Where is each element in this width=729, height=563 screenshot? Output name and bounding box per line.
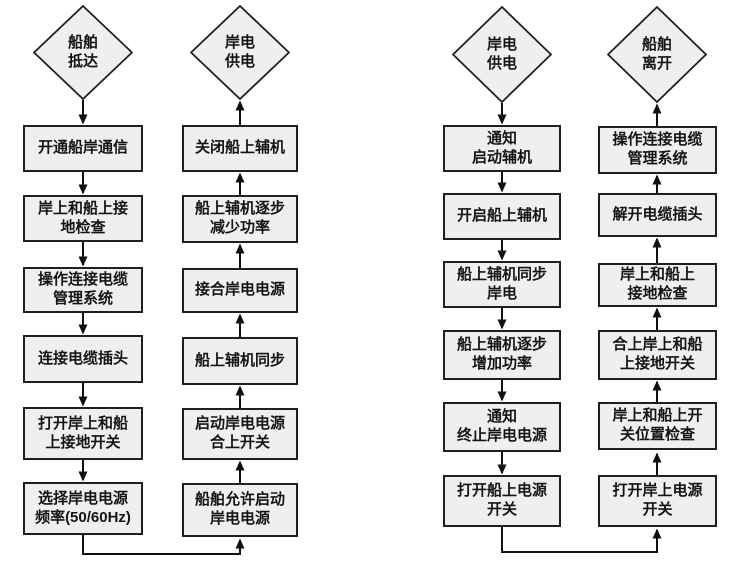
step-disconnect-down-4: 船上辅机逐步 增加功率 [443,330,561,380]
step-disconnect-down-6: 打开船上电源 开关 [443,475,561,527]
step-label: 操作连接电缆 管理系统 [37,271,128,307]
terminal-label: 岸电 供电 [486,35,517,72]
step-disconnect-down-2: 开启船上辅机 [443,193,561,240]
step-connect-down-1: 开通船岸通信 [23,125,143,172]
step-label: 船上辅机同步 [194,351,285,369]
step-label: 连接电缆插头 [37,349,128,367]
step-label: 选择岸电电源 频率(50/60Hz) [35,489,131,526]
step-disconnect-down-5: 通知 终止岸电电源 [443,402,561,452]
step-label: 启动岸电电源 合上开关 [194,415,285,451]
diamond-shape [190,5,290,100]
step-label: 解开电缆插头 [612,205,703,223]
step-connect-up-1: 关闭船上辅机 [182,125,298,172]
step-label: 关闭船上辅机 [194,139,285,157]
step-disconnect-up-6: 打开岸上电源 开关 [598,475,717,527]
terminal-label: 船舶 离开 [641,35,672,72]
step-disconnect-up-5: 岸上和船上开 关位置检查 [598,402,717,450]
step-label: 打开岸上电源 开关 [612,482,703,518]
step-label: 通知 终止岸电电源 [456,408,547,444]
step-connect-up-2: 船上辅机逐步 减少功率 [182,195,298,243]
diamond-shape [33,5,133,100]
step-connect-up-5: 启动岸电电源 合上开关 [182,408,298,460]
step-label: 打开岸上和船 上接地开关 [37,414,128,451]
step-disconnect-up-1: 操作连接电缆 管理系统 [598,126,717,174]
terminal-shore-supply-start: 岸电 供电 [452,6,552,103]
step-connect-up-4: 船上辅机同步 [182,337,298,385]
step-connect-down-6: 选择岸电电源 频率(50/60Hz) [23,482,143,535]
step-disconnect-up-3: 岸上和船上 接地检查 [598,263,717,307]
step-label: 岸上和船上接 地检查 [37,199,128,236]
u-connector [82,535,245,555]
terminal-label: 岸电 供电 [224,33,255,70]
step-connect-down-4: 连接电缆插头 [23,335,143,383]
step-label: 岸上和船上开 关位置检查 [612,407,703,443]
step-label: 船上辅机同步 岸电 [456,265,547,302]
step-label: 打开船上电源 开关 [456,482,547,518]
step-label: 船上辅机逐步 减少功率 [194,200,285,236]
step-label: 操作连接电缆 管理系统 [612,131,703,167]
step-disconnect-up-4: 合上岸上和船 上接地开关 [598,330,717,380]
step-connect-down-3: 操作连接电缆 管理系统 [23,267,143,313]
terminal-ship-departure: 船舶 离开 [607,6,707,103]
terminal-shore-supply-on: 岸电 供电 [190,5,290,100]
step-disconnect-up-2: 解开电缆插头 [598,193,717,237]
step-label: 接合岸电电源 [194,281,285,299]
step-connect-down-5: 打开岸上和船 上接地开关 [23,407,143,460]
terminal-ship-arrival: 船舶 抵达 [33,5,133,100]
step-label: 岸上和船上 接地检查 [619,266,695,302]
step-label: 船舶允许启动 岸电电源 [194,491,285,527]
diamond-shape [607,6,707,103]
step-label: 船上辅机逐步 增加功率 [456,336,547,372]
step-connect-up-3: 接合岸电电源 [182,268,298,313]
diamond-shape [452,6,552,103]
terminal-label: 船舶 抵达 [67,33,98,70]
step-label: 合上岸上和船 上接地开关 [612,336,703,372]
step-disconnect-down-1: 通知 启动辅机 [443,125,561,172]
u-connector [501,527,662,553]
step-disconnect-down-3: 船上辅机同步 岸电 [443,261,561,308]
step-connect-up-6: 船舶允许启动 岸电电源 [182,483,298,537]
step-label: 开启船上辅机 [456,207,547,225]
step-label: 通知 启动辅机 [471,129,532,166]
step-connect-down-2: 岸上和船上接 地检查 [23,195,143,242]
step-label: 开通船岸通信 [37,139,128,157]
